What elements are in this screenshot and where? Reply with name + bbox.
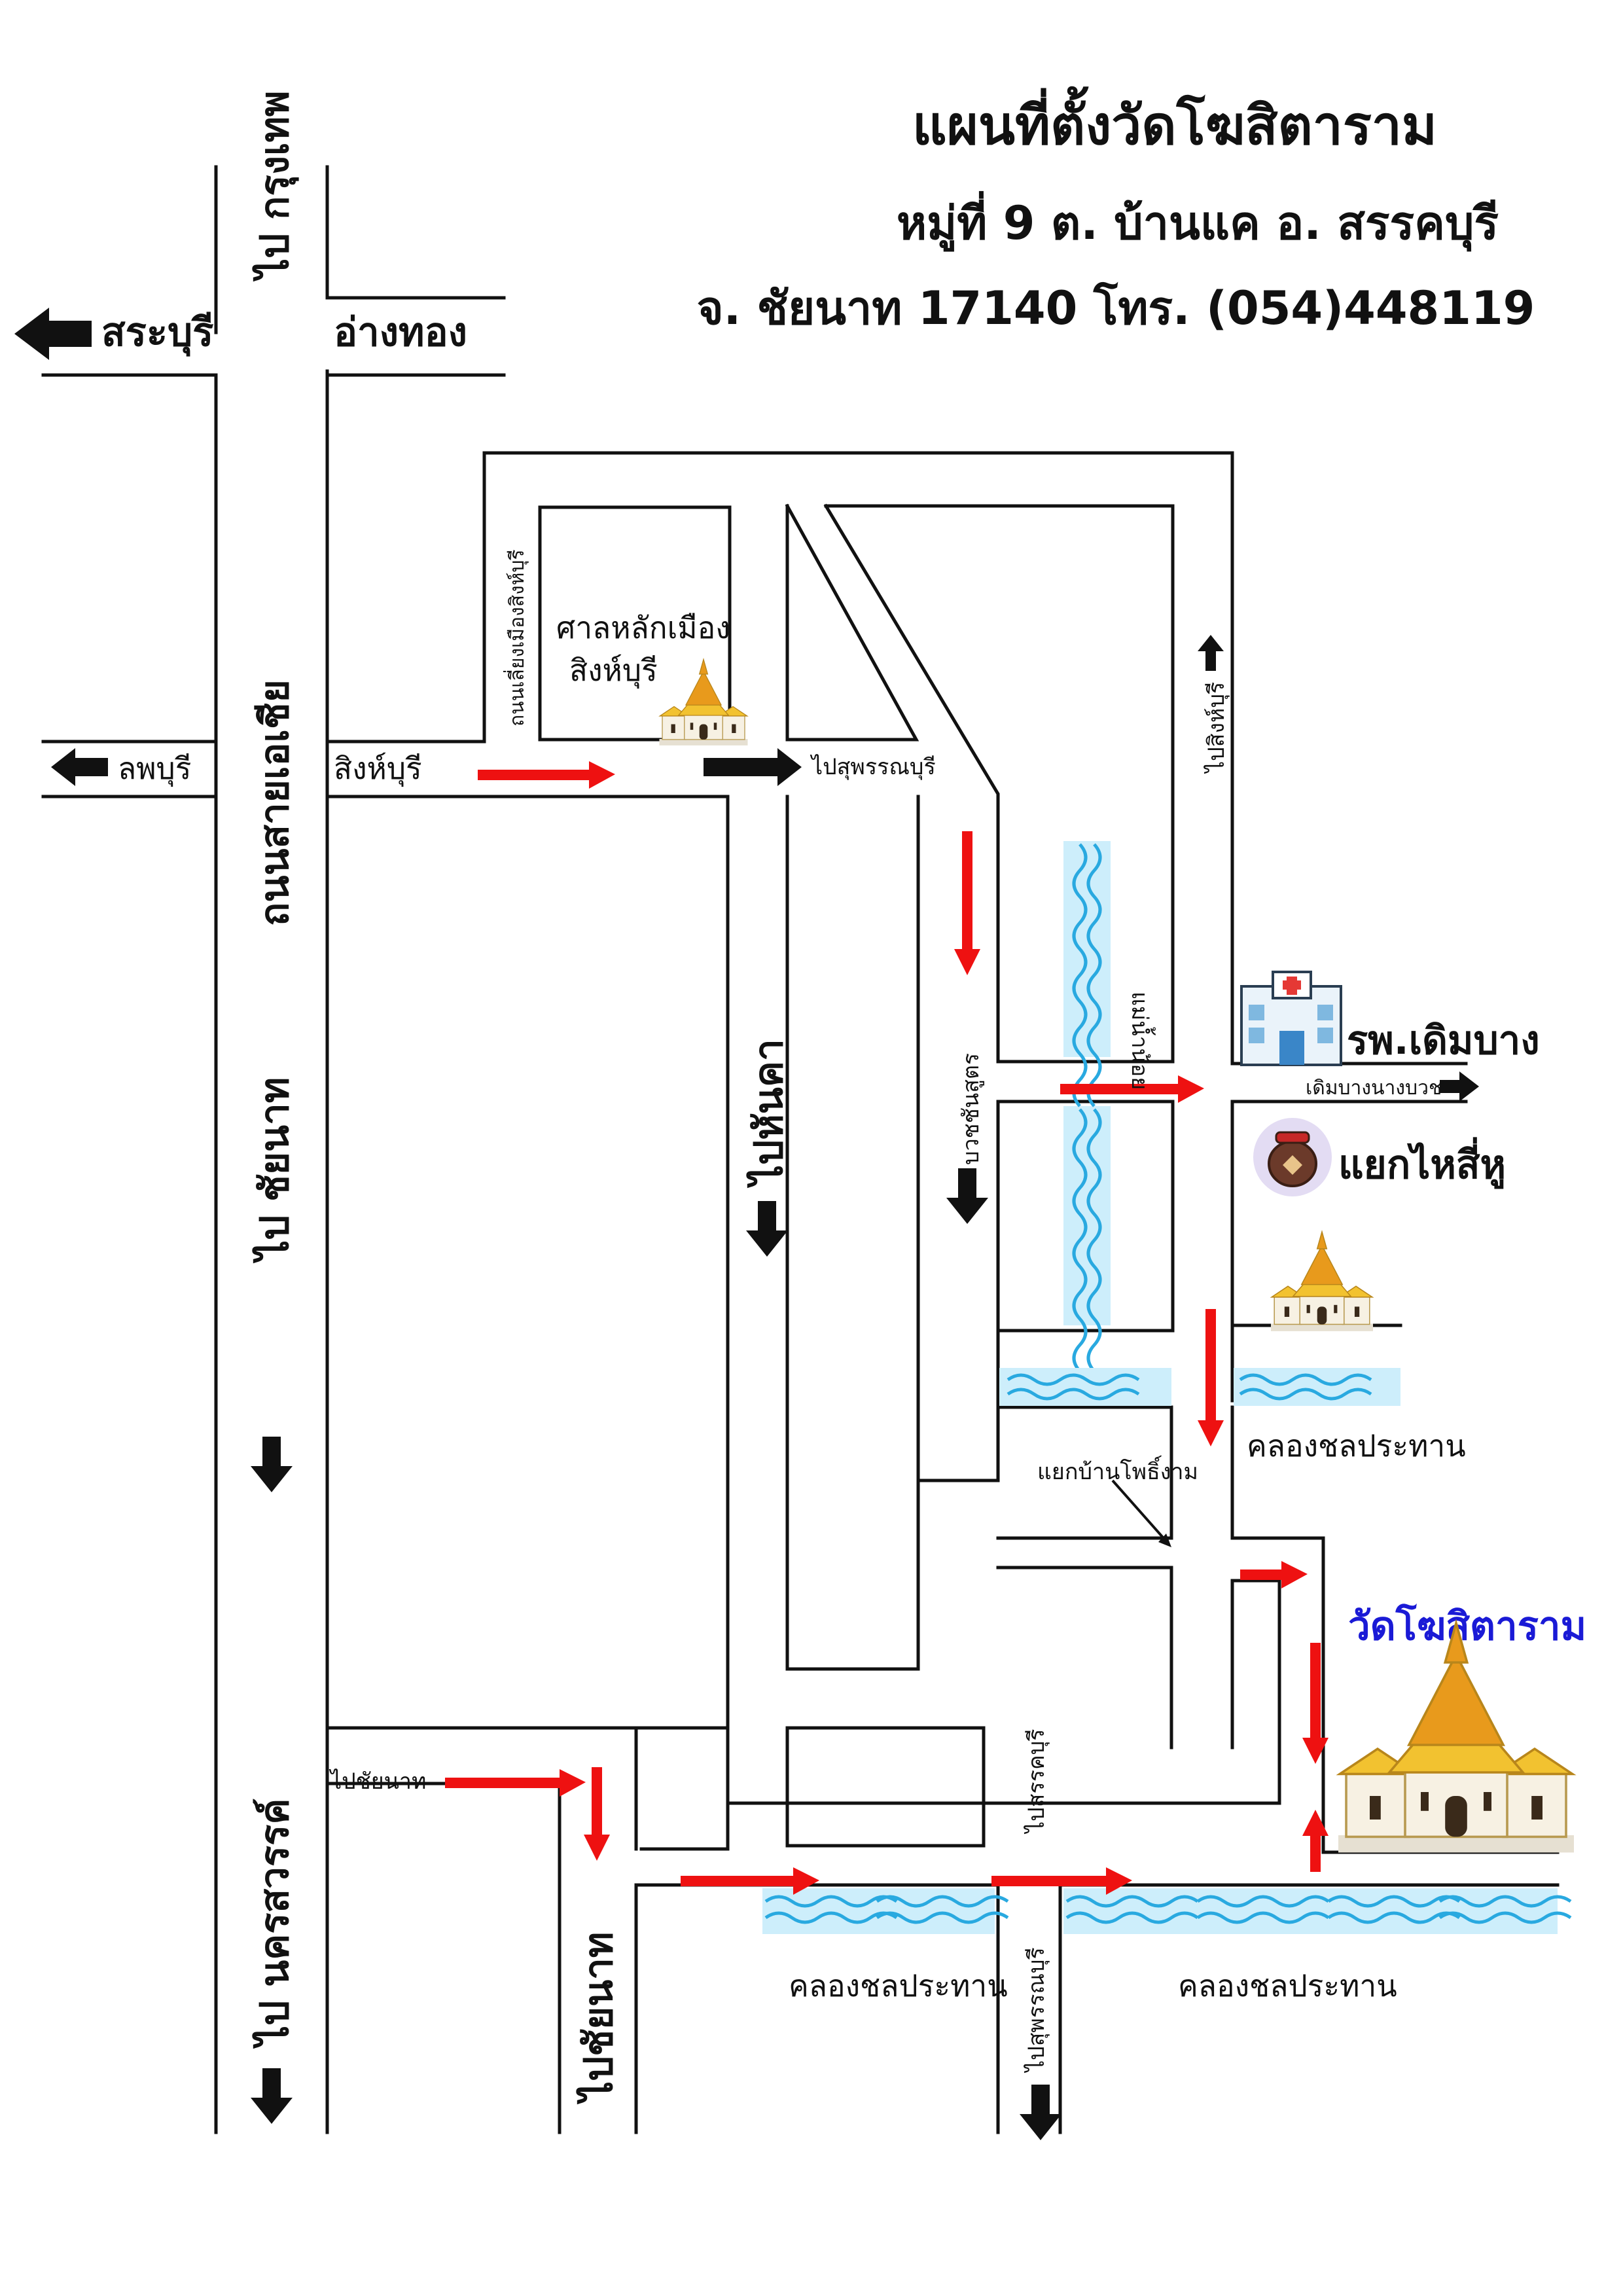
jar-icon [1253,1118,1332,1196]
label-to-hankha: ไปหันคา [745,1039,792,1189]
arrow-down-chainat-icon [251,1437,293,1492]
arrow-down-suphanburi-bottom-icon [1020,2085,1061,2140]
label-pho-ngam: แยกบ้านโพธิ์งาม [1037,1455,1198,1485]
label-canal-bottom-left: คลองชลประทาน [789,1968,1008,2003]
map-title: แผนที่ตั้งวัดโฆสิตาราม [912,86,1437,157]
shrine-icon [658,658,749,746]
label-lopburi: ลพบุรี [118,751,191,787]
label-to-chainat-main: ไป ชัยนาท [251,1077,298,1264]
label-buachet-road: บวชชันสูตร [958,1053,984,1165]
label-temple-name: วัดโฆสิตาราม [1348,1603,1586,1649]
label-bypass-road: ถนนเลี่ยงเมืองสิงห์บุรี [503,549,529,726]
label-to-sankhaburi: ไปสรรคบุรี [1024,1729,1050,1835]
label-to-suphanburi-bottom: ไปสุพรรณบุรี [1024,1947,1050,2073]
hospital-icon [1240,971,1342,1066]
arrow-saraburi-icon [14,308,92,360]
label-city-pillar: ศาลหลักเมือง [556,610,730,645]
canal-upper [999,1368,1400,1406]
main-temple-icon [1337,1622,1575,1854]
label-singburi: สิงห์บุรี [334,751,422,787]
arrow-doembang-icon [1440,1071,1479,1102]
arrow-lopburi-icon [51,748,108,786]
label-city-pillar-2: สิงห์บุรี [569,653,658,689]
label-canal-bottom-right: คลองชลประทาน [1178,1968,1397,2003]
label-to-suphanburi-top: ไปสุพรรณบุรี [810,754,936,780]
label-to-chainat-bottom: ไปชัยนาท [575,1932,622,2105]
arrow-suphanburi-top-icon [704,748,802,786]
label-to-chainat-left: ไปชัยนาท [329,1768,426,1795]
arrow-down-buachet-icon [946,1168,988,1224]
route-arrows [445,761,1329,1895]
arrow-down-nakhonsawan-icon [251,2068,293,2124]
label-canal-right: คลองชลประทาน [1247,1428,1466,1463]
label-saraburi: สระบุรี [101,310,213,357]
arrow-singburi-up-icon [1198,635,1224,671]
label-hai-si-hu: แยกไหสี่หู [1338,1137,1506,1189]
label-doembang-road: เดิมบางนางบวช [1306,1077,1442,1100]
temple-icon [1270,1231,1374,1332]
label-to-nakhonsawan: ไป นครสวรรค์ [251,1799,298,2049]
noi-river [1063,841,1111,1371]
label-asia-road: ถนนสายเอเชีย [252,679,298,926]
label-noi-river: แม่น้ำน้อย [1126,992,1156,1090]
label-to-singburi: ไปสิงห์บุรี [1204,682,1230,774]
label-angthong: อ่างทอง [334,310,467,355]
label-to-bangkok: ไป กรุงเทพ [251,90,299,282]
pho-ngam-pointer-icon [1111,1479,1171,1547]
address-phone-line: จ. ชัยนาท 17140 โทร. (054)448119 [697,281,1535,335]
label-hospital: รพ.เดิมบาง [1347,1018,1540,1064]
arrow-down-hankha-icon [746,1201,788,1257]
address-line: หมู่ที่ 9 ต. บ้านแค อ. สรรคบุรี [897,190,1499,252]
canal-lower [762,1888,1571,1934]
